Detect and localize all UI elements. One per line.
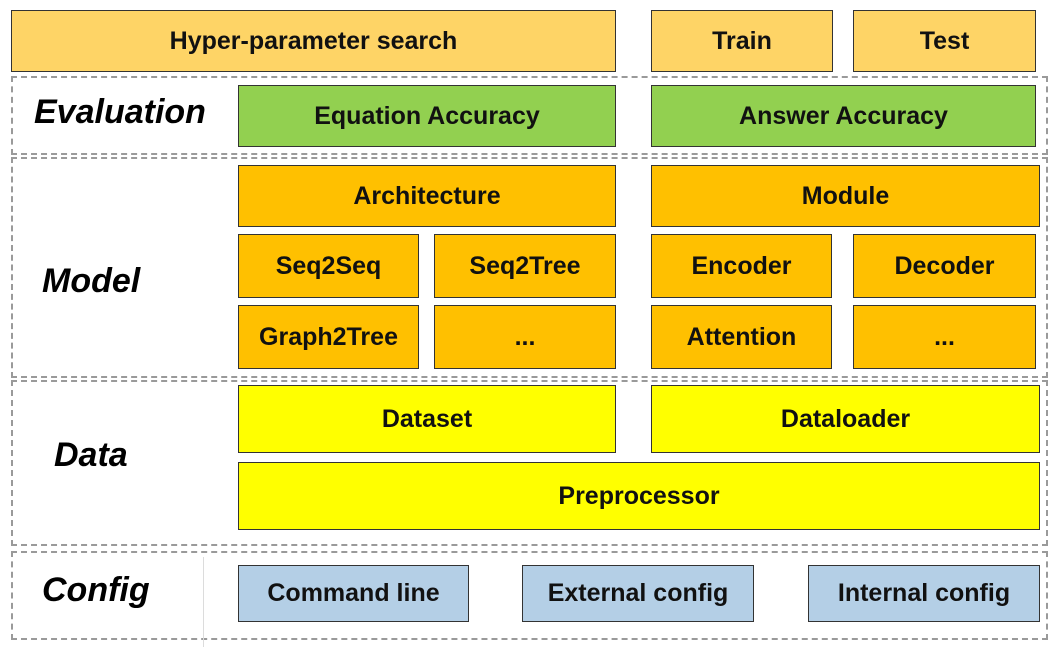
- seq2seq-label: Seq2Seq: [275, 251, 382, 280]
- seq2seq-box: Seq2Seq: [238, 234, 419, 298]
- model-section-label: Model: [42, 262, 141, 300]
- module-box: Module: [651, 165, 1040, 227]
- preprocessor-box: Preprocessor: [238, 462, 1040, 530]
- equation-accuracy-label: Equation Accuracy: [314, 101, 540, 130]
- command-line-box: Command line: [238, 565, 469, 622]
- external-config-label: External config: [547, 579, 729, 607]
- module-more-box: ...: [853, 305, 1036, 369]
- architecture-box: Architecture: [238, 165, 616, 227]
- dataset-label: Dataset: [381, 404, 473, 433]
- internal-config-box: Internal config: [808, 565, 1040, 622]
- decoder-label: Decoder: [894, 251, 995, 280]
- graph2tree-label: Graph2Tree: [259, 322, 398, 351]
- answer-accuracy-label: Answer Accuracy: [739, 101, 948, 130]
- preprocessor-label: Preprocessor: [558, 481, 720, 510]
- encoder-box: Encoder: [651, 234, 832, 298]
- architecture-more-box: ...: [434, 305, 616, 369]
- equation-accuracy-box: Equation Accuracy: [238, 85, 616, 147]
- train-label: Train: [712, 26, 772, 55]
- decoder-box: Decoder: [853, 234, 1036, 298]
- internal-config-label: Internal config: [837, 579, 1011, 607]
- test-box: Test: [853, 10, 1036, 72]
- config-divider: [203, 557, 204, 647]
- external-config-box: External config: [522, 565, 754, 622]
- config-section-label: Config: [42, 571, 150, 609]
- evaluation-section: [11, 76, 1048, 155]
- hyper-parameter-search-label: Hyper-parameter search: [169, 26, 458, 55]
- attention-box: Attention: [651, 305, 832, 369]
- dataloader-label: Dataloader: [780, 404, 911, 433]
- data-section: [11, 380, 1048, 546]
- seq2tree-label: Seq2Tree: [469, 251, 581, 280]
- dataloader-box: Dataloader: [651, 385, 1040, 453]
- model-section: [11, 157, 1048, 378]
- command-line-label: Command line: [267, 579, 440, 607]
- config-section: [11, 551, 1048, 640]
- evaluation-section-label: Evaluation: [34, 93, 206, 131]
- architecture-more-label: ...: [514, 322, 536, 351]
- module-more-label: ...: [934, 322, 955, 351]
- data-section-label: Data: [54, 436, 128, 474]
- hyper-parameter-search-box: Hyper-parameter search: [11, 10, 616, 72]
- module-label: Module: [801, 181, 890, 210]
- test-label: Test: [919, 26, 970, 55]
- attention-label: Attention: [686, 322, 797, 351]
- seq2tree-box: Seq2Tree: [434, 234, 616, 298]
- encoder-label: Encoder: [691, 251, 792, 280]
- architecture-label: Architecture: [353, 181, 501, 210]
- graph2tree-box: Graph2Tree: [238, 305, 419, 369]
- answer-accuracy-box: Answer Accuracy: [651, 85, 1036, 147]
- dataset-box: Dataset: [238, 385, 616, 453]
- train-box: Train: [651, 10, 833, 72]
